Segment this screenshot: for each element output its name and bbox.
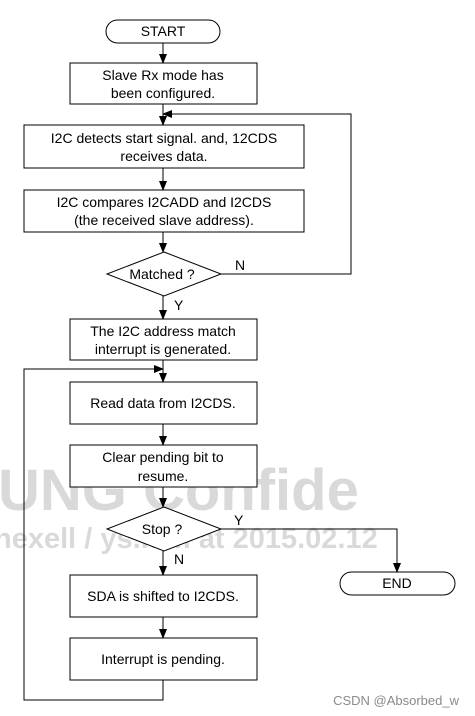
sda-shifted-box: [69, 574, 258, 618]
stop-yes-label: Y: [234, 512, 244, 528]
matched-decision-label: Matched ?: [129, 266, 195, 282]
detect-start-signal-box: [23, 124, 305, 169]
clear-pending-box: [69, 444, 258, 488]
stop-decision: [105, 506, 223, 552]
arrow-matched-no-loop: [162, 110, 352, 275]
end-label: END: [382, 575, 412, 591]
clear-pending-label-line-1: Clear pending bit to: [102, 449, 224, 465]
compare-address-label-line-1: I2C compares I2CADD and I2CDS: [57, 194, 272, 210]
detect-start-signal-label-line-2: receives data.: [120, 148, 207, 164]
interrupt-pending-box: [69, 637, 258, 681]
slave-rx-mode-label-line-2: been configured.: [111, 85, 215, 101]
matched-yes-label: Y: [174, 297, 184, 313]
compare-address-box: [23, 189, 305, 233]
interrupt-pending-label: Interrupt is pending.: [101, 651, 225, 667]
matched-no-label: N: [235, 257, 245, 273]
matched-decision: [105, 251, 223, 297]
stop-decision-label: Stop ?: [142, 521, 183, 537]
compare-address-label-line-2: (the received slave address).: [74, 212, 254, 228]
address-match-interrupt-label-line-1: The I2C address match: [90, 323, 236, 339]
sda-shifted-label: SDA is shifted to I2CDS.: [87, 588, 239, 604]
start-label: START: [141, 23, 186, 39]
read-data-label: Read data from I2CDS.: [90, 395, 236, 411]
arrow-pending-loop-to-read: [23, 365, 164, 701]
stop-no-label: N: [174, 551, 184, 567]
footer-credit: CSDN @Absorbed_w: [333, 693, 459, 708]
slave-rx-mode-box: [69, 62, 258, 105]
arrow-stop-yes-to-end: [221, 528, 401, 573]
address-match-interrupt-label-line-2: interrupt is generated.: [95, 341, 231, 357]
read-data-box: [69, 381, 258, 425]
slave-rx-mode-label-line-1: Slave Rx mode has: [102, 67, 223, 83]
detect-start-signal-label-line-1: I2C detects start signal. and, 12CDS: [51, 130, 277, 146]
clear-pending-label-line-2: resume.: [138, 468, 189, 484]
